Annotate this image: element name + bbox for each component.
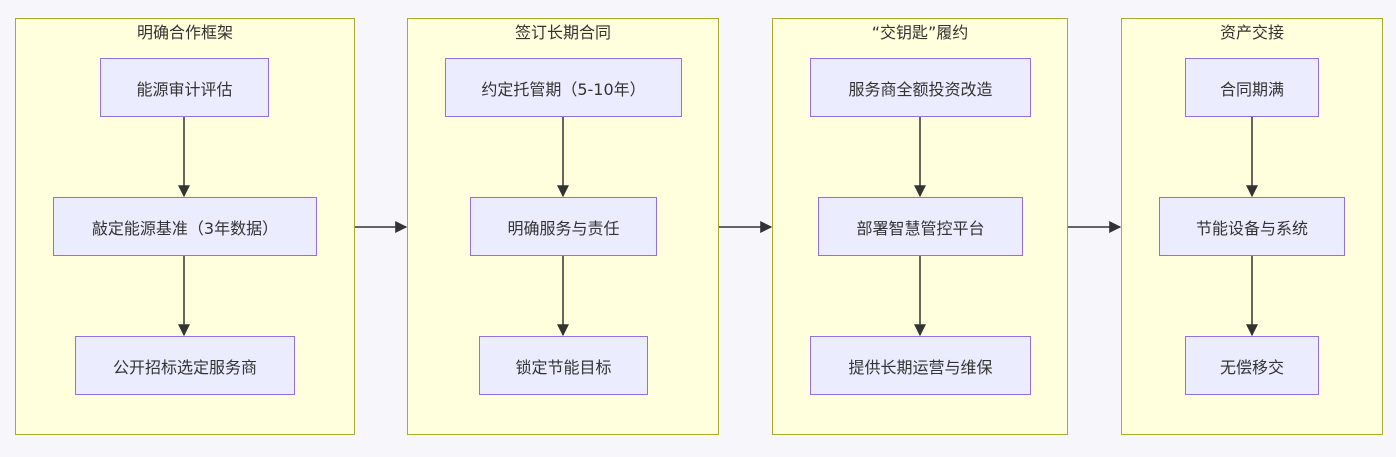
node-free-transfer: 无偿移交: [1185, 336, 1319, 395]
node-public-tender: 公开招标选定服务商: [75, 336, 295, 395]
node-contract-term: 约定托管期（5-10年）: [445, 58, 682, 117]
node-equipment-systems: 节能设备与系统: [1159, 197, 1345, 256]
node-contract-expiry: 合同期满: [1185, 58, 1319, 117]
group-title: 签订长期合同: [514, 23, 611, 42]
group-title: “交钥匙”履约: [871, 23, 969, 42]
node-energy-audit: 能源审计评估: [100, 58, 269, 117]
node-energy-target: 锁定节能目标: [479, 336, 648, 395]
group-title: 明确合作框架: [136, 23, 233, 42]
node-energy-baseline: 敲定能源基准（3年数据）: [53, 197, 317, 256]
group-title: 资产交接: [1219, 23, 1284, 42]
node-service-responsibility: 明确服务与责任: [470, 197, 657, 256]
node-full-investment: 服务商全额投资改造: [810, 58, 1031, 117]
node-long-term-operation: 提供长期运营与维保: [810, 336, 1031, 395]
node-smart-platform: 部署智慧管控平台: [818, 197, 1023, 256]
